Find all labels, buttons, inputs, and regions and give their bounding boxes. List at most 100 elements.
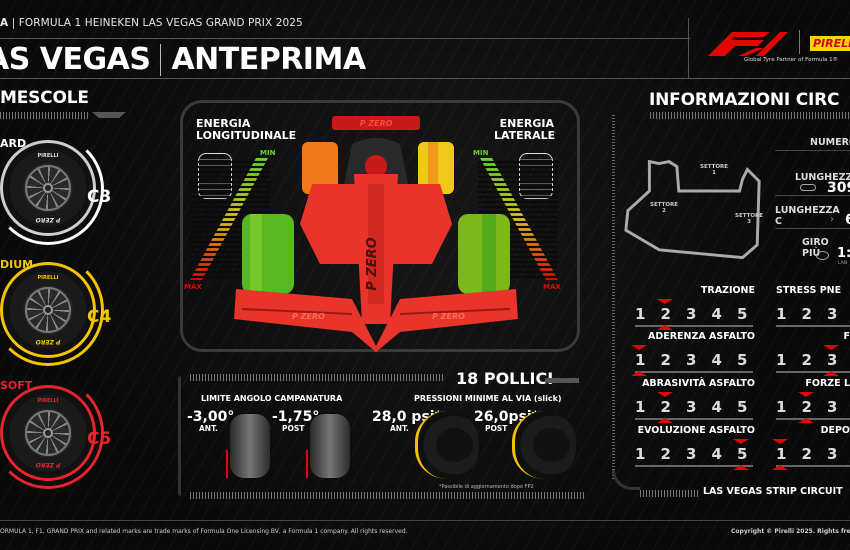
rating-baseline [635,371,753,373]
rating-label: ABRASIVITÀ ASFALTO [642,378,755,389]
rating-baseline [776,465,850,467]
side-tick-bar [612,115,615,480]
rating-scale-value: 1 [776,305,787,323]
rating-scale-value: 2 [801,305,812,323]
breadcrumb-text: | FORMULA 1 HEINEKEN LAS VEGAS GRAND PRI… [11,17,303,29]
tyre-camber-front-icon [230,414,270,478]
energy-lateral-title: ENERGIA LATERALE [494,117,556,142]
rating-baseline [635,465,753,467]
rating-baseline [635,418,753,420]
rating-marker-top-icon [772,439,788,444]
rating-marker-top-icon [656,299,673,304]
svg-text:P ZERO: P ZERO [432,312,465,321]
divider [775,150,850,151]
rating-scale-value: 2 [656,392,687,423]
rating-label: ADERENZA ASFALTO [647,331,755,342]
gauge-max-label: MAX [543,283,561,291]
circuit-name: LAS VEGAS STRIP CIRCUIT [703,486,843,497]
rating-scale-value: 3 [686,445,697,463]
rating-baseline [635,325,753,327]
rating-8: DEPO12345 [772,425,850,470]
rating-6: FORZE L12345 [776,378,850,423]
rating-scale-value: 3 [686,305,697,323]
tyre-soft-icon: PIRELLI P ZERO [0,385,96,481]
pressure-note: *Passibile di aggiornamento dopo FP2 [439,484,534,490]
tyre-slick-rear-icon [512,411,576,479]
rating-marker-bottom-icon [656,325,673,330]
gauge-min-label: MIN [260,149,276,157]
camber-angle-indicator [226,450,228,478]
circuit-map [624,160,761,260]
logo-divider [799,30,800,54]
rating-marker-bottom-icon [797,418,814,423]
title-location: AS VEGAS [0,42,151,77]
stat-laps-label: NUMERO [810,137,850,148]
rating-label: TRAZIONE [700,285,755,296]
legal-notice: ORMULA 1, F1, GRAND PRIX and related mar… [0,528,408,535]
tyre-hard-icon: PIRELLI P ZERO [0,140,96,236]
divider [775,228,850,229]
svg-text:P ZERO: P ZERO [292,312,325,321]
rating-label: F [843,331,850,342]
gauge-min-label: MIN [473,149,489,157]
rating-scale-value: 1 [635,305,646,323]
rating-scale-value: 2 [660,445,671,463]
divider [688,18,689,78]
rating-scale-value: 2 [660,351,671,369]
camber-rear-value: -1,75° [272,409,320,425]
rating-marker-top-icon [823,345,839,350]
rating-marker-top-icon [733,439,749,444]
rim-size: 18 POLLICI [456,369,554,388]
rating-scale-value: 3 [827,305,838,323]
rating-baseline [776,371,850,373]
compound-code-medium: C4 [87,307,112,327]
tick-bar [0,112,88,119]
rating-scale-value: 1 [635,398,646,416]
rating-scale-value: 2 [801,351,812,369]
rating-marker-bottom-icon [631,371,647,376]
tyre-camber-rear-icon [310,414,350,478]
rating-marker-top-icon [797,392,814,397]
gauge-max-label: MAX [184,283,202,291]
camber-title: LIMITE ANGOLO CAMPANATURA [201,394,343,403]
rating-scale-value: 1 [631,345,661,376]
energy-panel-frame [180,100,580,352]
lap-icon [800,184,816,191]
divider [0,520,850,521]
rating-scale-value: 1 [776,398,787,416]
tick-bar [190,374,445,381]
rating-scale-value: 1 [635,445,646,463]
compounds-heading: MESCOLE [0,88,89,108]
rating-2: STRESS PNE12345 [776,285,850,327]
stat-lap-record-value: 1:3 [837,246,850,261]
panel-frame [178,376,181,496]
tyre-slick-front-icon [415,411,479,479]
f1-logo-icon [708,32,788,56]
rating-scale-value: 4 [711,305,722,323]
rating-scale-value: 4 [711,445,722,463]
rating-scale-value: 4 [711,398,722,416]
divider [775,195,850,196]
tick-bar [640,490,700,497]
rating-scale-value: 2 [656,299,687,330]
energy-longitudinal-title: ENERGIA LONGITUDINALE [196,117,297,142]
camber-angle-indicator [306,450,308,478]
rating-scale-value: 5 [737,398,748,416]
circuit-heading: INFORMAZIONI CIRC [649,90,840,110]
bar-accent [92,112,126,118]
pirelli-logo: PIRELLI [810,36,850,51]
tyre-medium-icon: PIRELLI P ZERO [0,262,96,358]
divider [0,38,690,39]
compound-ring-hard [0,133,104,245]
pressure-title: PRESSIONI MINIME AL VIA (slick) [414,394,562,403]
tick-bar [190,492,585,499]
